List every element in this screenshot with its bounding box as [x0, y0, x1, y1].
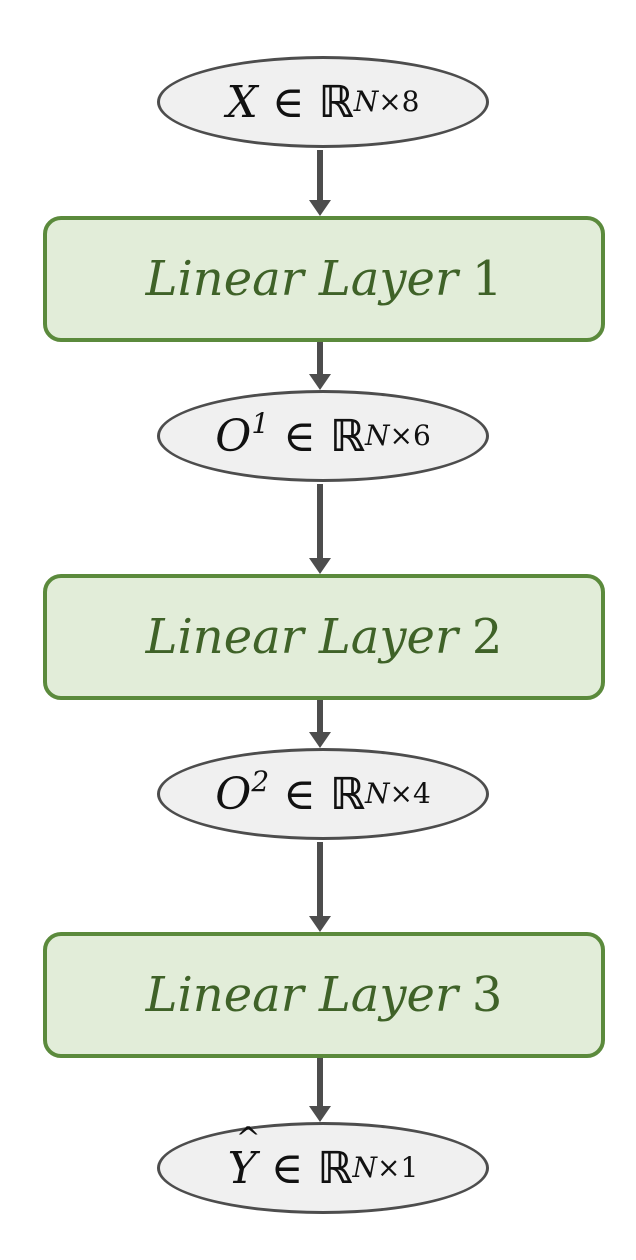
input-node: X ∈ ℝ N×8	[157, 56, 489, 148]
o2-var: O2	[215, 764, 270, 820]
layer-name: Linear Layer	[145, 609, 458, 665]
linear-layer-2: Linear Layer 2	[43, 574, 605, 700]
arrow-layer3-to-output	[309, 1058, 331, 1122]
element-of-symbol: ∈	[270, 1142, 304, 1194]
element-of-symbol: ∈	[283, 410, 316, 462]
layer-name: Linear Layer	[145, 967, 458, 1023]
o1-var: O1	[215, 406, 270, 462]
arrow-o2-to-layer3	[309, 842, 331, 932]
layer-number: 3	[471, 967, 503, 1023]
layer-name: Linear Layer	[145, 251, 458, 307]
real-set-symbol: ℝ	[329, 410, 365, 462]
output-var-yhat: Y	[228, 1121, 261, 1194]
arrow-o1-to-layer2	[309, 484, 331, 574]
linear-layer-1: Linear Layer 1	[43, 216, 605, 342]
input-var: X	[226, 76, 258, 128]
linear-layer-3: Linear Layer 3	[43, 932, 605, 1058]
element-of-symbol: ∈	[271, 76, 305, 128]
layer-number: 1	[471, 251, 503, 307]
real-set-symbol: ℝ	[318, 76, 354, 128]
layer-number: 2	[471, 609, 503, 665]
element-of-symbol: ∈	[283, 768, 316, 820]
o1-node: O1 ∈ ℝ N×6	[157, 390, 489, 482]
arrow-layer2-to-o2	[309, 700, 331, 748]
arrow-input-to-layer1	[309, 150, 331, 216]
o2-node: O2 ∈ ℝ N×4	[157, 748, 489, 840]
output-node: Y ∈ ℝ N×1	[157, 1121, 489, 1214]
real-set-symbol: ℝ	[329, 768, 365, 820]
arrow-layer1-to-o1	[309, 342, 331, 390]
real-set-symbol: ℝ	[317, 1142, 353, 1194]
